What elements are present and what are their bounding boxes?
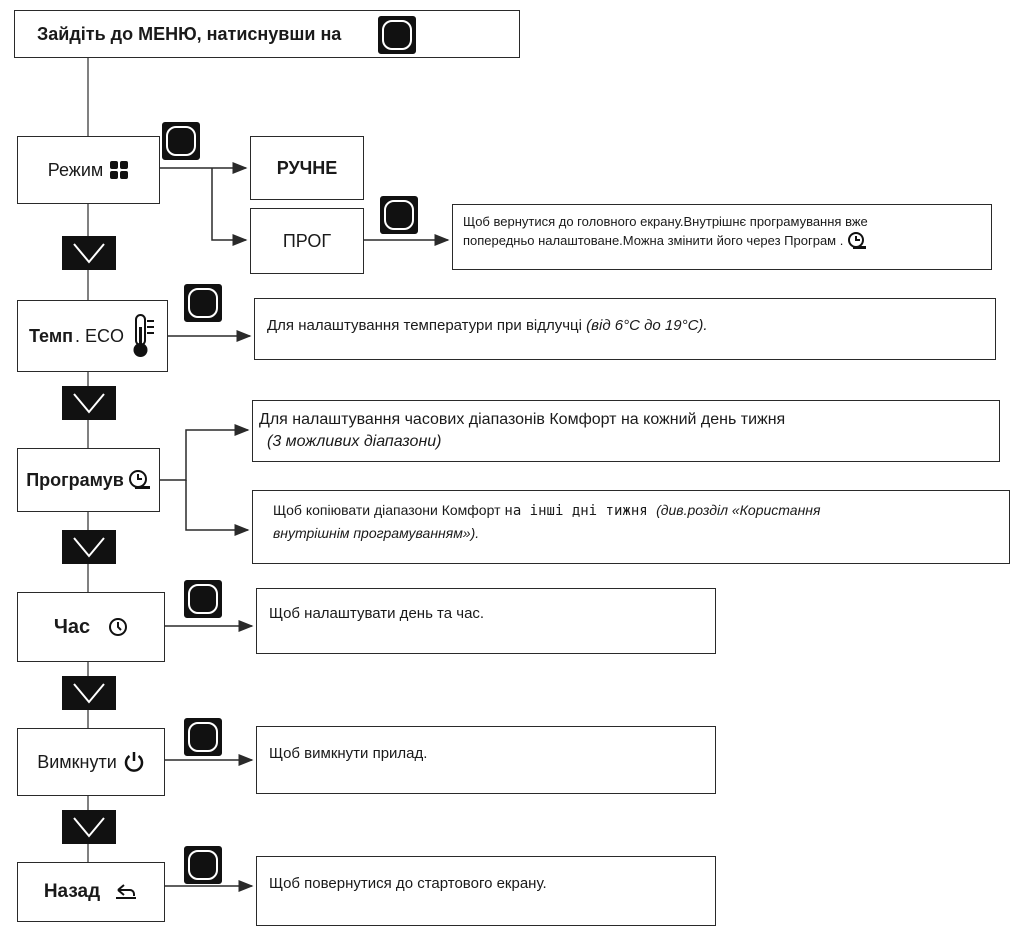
program-desc-line2: (3 можливих діапазони) [267, 433, 442, 450]
ok-button-icon [184, 846, 222, 884]
ok-button-icon [184, 284, 222, 322]
option-prog[interactable]: ПРОГ [250, 208, 364, 274]
clock-program-icon [847, 231, 867, 251]
menu-item-time-label: Час [53, 615, 91, 638]
menu-item-time[interactable]: Час [17, 592, 165, 662]
menu-item-back[interactable]: Назад [17, 862, 165, 922]
power-icon [123, 751, 145, 773]
menu-item-temp-label: Темп [28, 325, 74, 346]
menu-item-mode[interactable]: Режим [17, 136, 160, 204]
return-arrow-icon [114, 884, 138, 900]
down-arrow-icon [62, 810, 116, 844]
down-arrow-icon [62, 676, 116, 710]
down-arrow-icon [62, 530, 116, 564]
temp-desc-range: (від 6°C до 19°C). [586, 317, 708, 334]
prog-description: Щоб вернутися до головного екрану.Внутрі… [452, 204, 992, 270]
menu-item-off[interactable]: Вимкнути [17, 728, 165, 796]
copy-desc-part-c: (див.розділ «Користання [656, 502, 821, 518]
menu-item-off-label: Вимкнути [37, 751, 117, 772]
clock-icon [108, 617, 128, 637]
off-desc: Щоб вимкнути прилад. [269, 745, 428, 762]
menu-entry-header: Зайдіть до МЕНЮ, натиснувши на [14, 10, 520, 58]
ok-button-icon [378, 16, 416, 54]
four-squares-icon [109, 160, 129, 180]
back-desc: Щоб повернутися до стартового екрану. [269, 875, 547, 892]
prog-desc-line1: Щоб вернутися до головного екрану.Внутрі… [463, 214, 868, 229]
copy-desc-line2: внутрішнім програмуванням»). [273, 525, 480, 541]
menu-item-program-label: Програмув [26, 469, 124, 490]
temp-description: Для налаштування температури при відлучц… [254, 298, 996, 360]
off-description: Щоб вимкнути прилад. [256, 726, 716, 794]
ok-button-icon [184, 718, 222, 756]
option-manual[interactable]: РУЧНЕ [250, 136, 364, 200]
copy-description: Щоб копіювати діапазони Комфорт на інші … [252, 490, 1010, 564]
program-description: Для налаштування часових діапазонів Комф… [252, 400, 1000, 462]
menu-item-back-label: Назад [43, 881, 101, 902]
ok-button-icon [162, 122, 200, 160]
menu-item-temp-eco-label: . ECO [75, 325, 125, 346]
menu-item-program[interactable]: Програмув [17, 448, 160, 512]
temp-desc-main: Для налаштування температури при відлучц… [267, 317, 587, 334]
prog-desc-line2: попередньо налаштоване.Можна змінити йог… [463, 233, 844, 248]
option-manual-label: РУЧНЕ [276, 157, 338, 178]
down-arrow-icon [62, 386, 116, 420]
option-prog-label: ПРОГ [282, 230, 332, 251]
time-desc: Щоб налаштувати день та час. [269, 605, 485, 622]
menu-item-temp-eco[interactable]: Темп . ECO [17, 300, 168, 372]
ok-button-icon [380, 196, 418, 234]
menu-item-mode-label: Режим [47, 159, 104, 180]
back-description: Щоб повернутися до стартового екрану. [256, 856, 716, 926]
copy-desc-part-a: Щоб копіювати діапазони Комфорт [273, 502, 505, 518]
time-description: Щоб налаштувати день та час. [256, 588, 716, 654]
ok-button-icon [184, 580, 222, 618]
thermometer-icon [130, 313, 156, 359]
clock-program-icon [127, 469, 151, 491]
down-arrow-icon [62, 236, 116, 270]
program-desc-line1: Для налаштування часових діапазонів Комф… [259, 411, 786, 428]
copy-desc-part-b: на інші дні тижня [504, 503, 657, 519]
header-text: Зайдіть до МЕНЮ, натиснувши на [37, 23, 342, 44]
